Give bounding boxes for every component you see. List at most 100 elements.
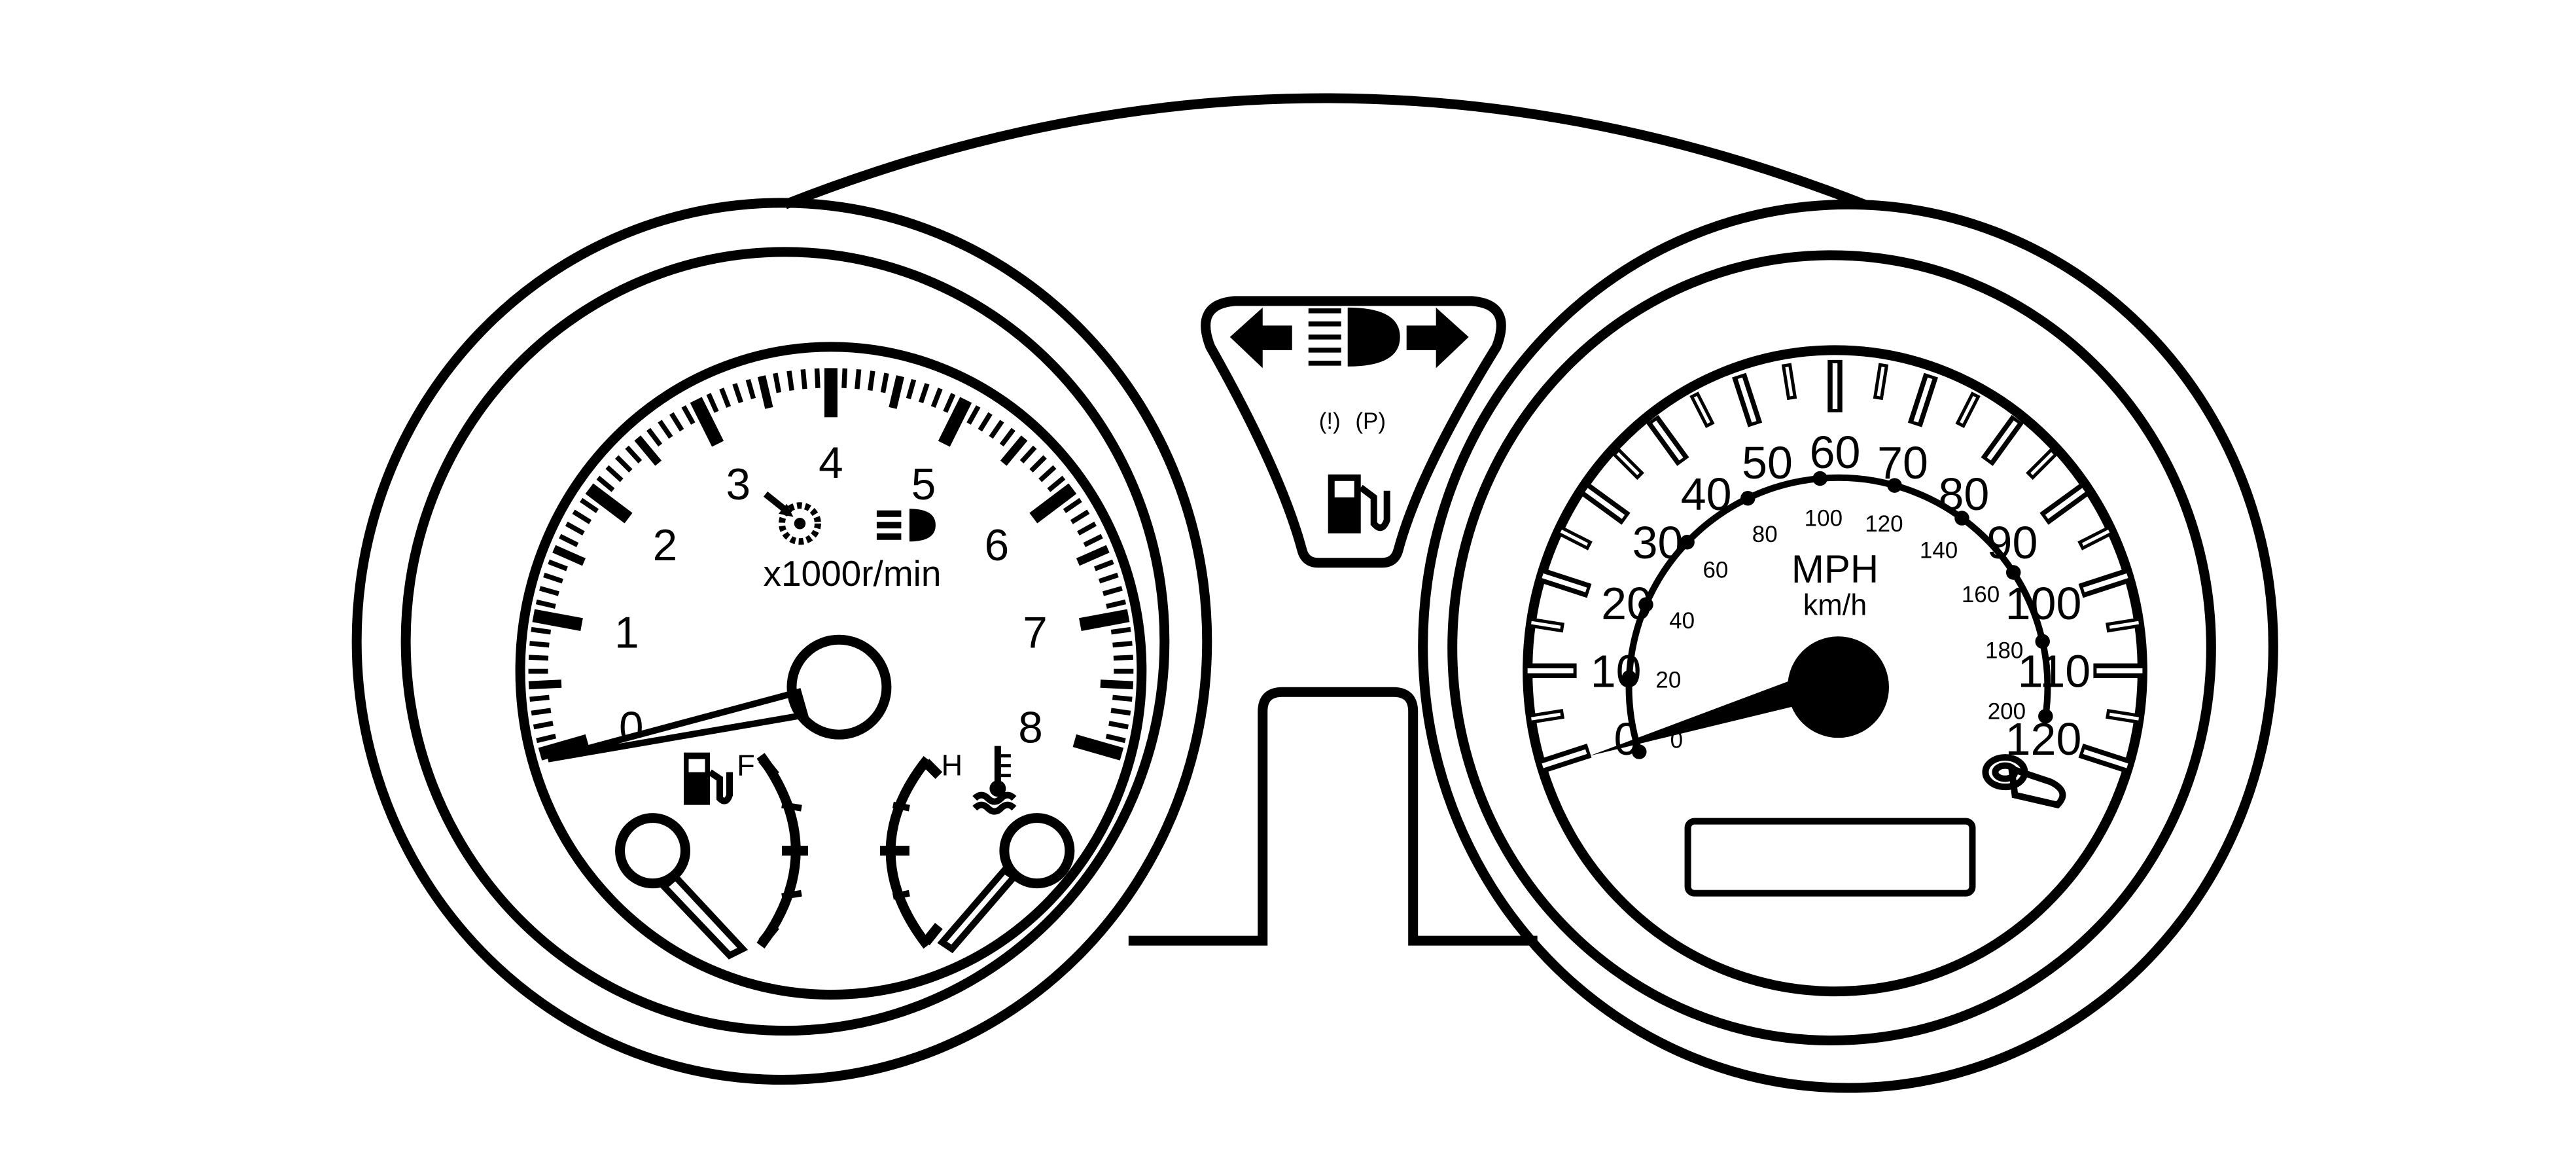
turn-right-icon bbox=[1406, 307, 1469, 369]
kmh-dot bbox=[1954, 511, 1969, 526]
mph-tick-highlight bbox=[1531, 712, 1561, 721]
mph-number: 110 bbox=[2018, 646, 2091, 697]
mph-tick-highlight bbox=[2109, 712, 2139, 721]
tach-minor-tick bbox=[757, 375, 773, 409]
tach-number: 5 bbox=[911, 460, 936, 509]
kmh-number: 20 bbox=[1655, 667, 1681, 693]
tach-minor-tick bbox=[1100, 679, 1134, 690]
kmh-number: 200 bbox=[1988, 698, 2026, 724]
tach-ticks bbox=[528, 368, 1134, 761]
kmh-dot bbox=[1887, 478, 1902, 493]
tach-minor-tick bbox=[745, 379, 756, 399]
tach-minor-tick bbox=[1047, 475, 1066, 492]
kmh-dots bbox=[1621, 471, 2053, 759]
tach-minor-tick bbox=[552, 545, 586, 566]
tach-minor-tick bbox=[978, 412, 993, 432]
fuel-pump-icon bbox=[684, 752, 733, 805]
tach-minor-tick bbox=[1110, 708, 1131, 716]
mph-number: 90 bbox=[1987, 517, 2038, 568]
tach-minor-tick bbox=[1110, 626, 1131, 635]
tach-number: 8 bbox=[1018, 704, 1043, 753]
speedo-pod-inner bbox=[1447, 250, 2216, 1046]
immobilizer-icon bbox=[763, 491, 821, 545]
kmh-dot bbox=[2035, 634, 2050, 649]
tach-minor-tick bbox=[719, 388, 732, 408]
tach-minor-tick bbox=[565, 521, 585, 536]
tach-minor-tick bbox=[572, 509, 592, 524]
tach-minor-tick bbox=[559, 533, 579, 547]
fuel-warning-icon bbox=[1328, 474, 1390, 533]
mph-tick-highlight bbox=[2109, 621, 2139, 629]
tach-minor-tick bbox=[529, 641, 550, 648]
tach-minor-tick bbox=[1083, 533, 1103, 547]
trip-reset-knob-icon[interactable] bbox=[1982, 754, 2066, 809]
temp-hot-label: H bbox=[942, 749, 962, 782]
odometer-display bbox=[1684, 818, 1976, 897]
mph-tick-highlight bbox=[1693, 395, 1710, 424]
mph-number: 60 bbox=[1810, 427, 1861, 478]
mph-tick-highlight bbox=[1542, 749, 1587, 768]
tach-minor-tick bbox=[814, 368, 820, 388]
tach-pod-outer bbox=[351, 198, 1212, 1085]
tach-minor-tick bbox=[732, 383, 743, 403]
tach-minor-tick bbox=[605, 465, 624, 482]
tach-minor-tick bbox=[658, 420, 673, 439]
tach-minor-tick bbox=[1102, 586, 1123, 596]
tach-minor-tick bbox=[706, 393, 719, 413]
tach-minor-tick bbox=[536, 733, 557, 744]
tach-minor-tick bbox=[989, 420, 1004, 439]
tach-number: 4 bbox=[819, 439, 843, 488]
kmh-number: 40 bbox=[1669, 608, 1695, 634]
cluster-housing-top bbox=[783, 93, 1867, 209]
tach-pod-inner bbox=[400, 247, 1170, 1036]
mph-tick-highlight bbox=[2045, 488, 2085, 519]
tach-minor-tick bbox=[1019, 445, 1037, 463]
mph-tick-highlight bbox=[1986, 420, 2018, 461]
tach-minor-tick bbox=[1029, 455, 1047, 473]
tach-minor-tick bbox=[868, 370, 875, 391]
tach-minor-tick bbox=[669, 412, 684, 432]
foglight-icon bbox=[876, 509, 936, 542]
tach-minor-tick bbox=[543, 572, 563, 584]
tach-minor-tick bbox=[918, 383, 930, 403]
tach-minor-tick bbox=[1105, 733, 1126, 744]
tach-minor-tick bbox=[1077, 521, 1097, 536]
tach-number: 7 bbox=[1023, 608, 1048, 657]
tach-minor-tick bbox=[773, 372, 782, 393]
fuel-needle-hub bbox=[615, 813, 691, 889]
tach-minor-tick bbox=[596, 475, 615, 492]
indicator-panel-outline bbox=[1201, 296, 1506, 568]
tach-major-tick bbox=[585, 483, 633, 524]
brake-warning-icon: (!) bbox=[1319, 408, 1341, 434]
kmh-number: 80 bbox=[1752, 522, 1778, 547]
mph-tick-highlight bbox=[2083, 573, 2128, 592]
temp-needle bbox=[937, 866, 1019, 954]
tach-minor-tick bbox=[943, 393, 956, 413]
kmh-dot bbox=[2038, 708, 2053, 724]
tach-minor-tick bbox=[1108, 721, 1129, 730]
kmh-number: 140 bbox=[1920, 537, 1958, 563]
mph-tick-highlight bbox=[1960, 395, 1977, 424]
turn-left-icon bbox=[1229, 307, 1292, 369]
tach-minor-tick bbox=[529, 695, 550, 702]
kmh-dot bbox=[1638, 597, 1653, 612]
speedo-needle-hub bbox=[1788, 636, 1889, 738]
mph-label: MPH bbox=[1791, 547, 1879, 591]
kmh-number: 160 bbox=[1962, 582, 2000, 607]
parking-brake-icon: (P) bbox=[1355, 408, 1386, 434]
tach-minor-tick bbox=[889, 375, 905, 409]
tach-minor-tick bbox=[880, 372, 889, 393]
kmh-number: 100 bbox=[1805, 505, 1843, 531]
tach-minor-tick bbox=[800, 369, 807, 389]
tach-number: 1 bbox=[614, 608, 639, 657]
tach-minor-tick bbox=[1076, 545, 1110, 566]
tach-minor-tick bbox=[535, 599, 556, 609]
tach-minor-tick bbox=[646, 427, 663, 447]
tach-number: 6 bbox=[985, 521, 1010, 570]
mph-tick-highlight bbox=[1616, 452, 1640, 476]
tach-minor-tick bbox=[1063, 497, 1082, 513]
tach-minor-tick bbox=[634, 435, 662, 466]
